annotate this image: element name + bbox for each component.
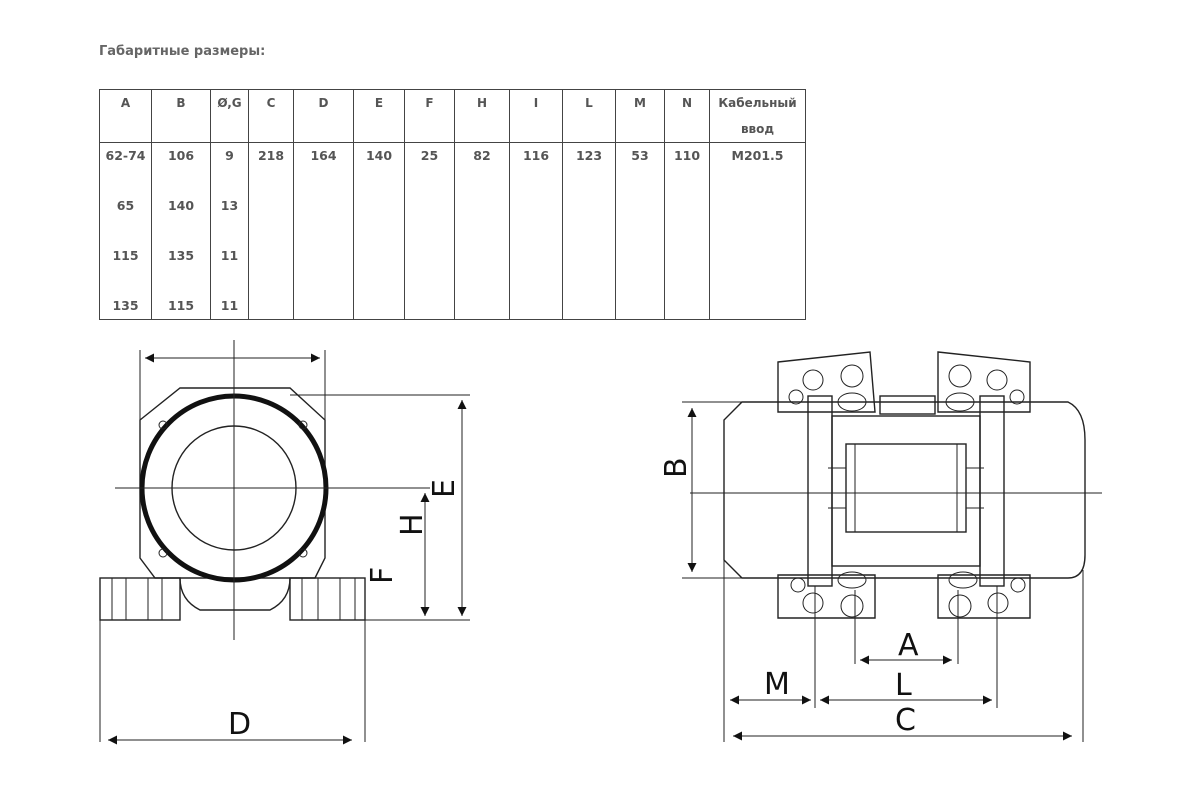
- col-b: B: [151, 89, 211, 143]
- table-header-row: A B Ø,G C D E F H I L M N Кабельный ввод: [99, 89, 806, 143]
- side-left-flange: [807, 395, 833, 587]
- front-housing: [139, 387, 326, 579]
- side-center-block: [831, 415, 981, 567]
- table-cell: [509, 243, 563, 293]
- label-h: H: [395, 513, 430, 536]
- table-cell: [664, 243, 710, 293]
- side-bottom-right-plate: [937, 574, 1031, 619]
- table-cell: 53: [615, 142, 665, 193]
- side-right-flange: [979, 395, 1005, 587]
- table-cell: [615, 243, 665, 293]
- table-cell: [664, 293, 710, 320]
- col-m: M: [615, 89, 665, 143]
- label-e: E: [427, 479, 462, 498]
- table-cell: [404, 193, 455, 243]
- front-right-foot: [289, 577, 366, 621]
- side-top-right-plate: [937, 351, 1031, 413]
- table-cell: 218: [248, 142, 294, 193]
- table-cell: [562, 243, 616, 293]
- label-b: B: [659, 457, 694, 478]
- col-a: A: [99, 89, 152, 143]
- dimensions-table: A B Ø,G C D E F H I L M N Кабельный ввод…: [99, 89, 806, 320]
- table-cell: 110: [664, 142, 710, 193]
- table-cell: [353, 243, 405, 293]
- table-cell: [293, 243, 354, 293]
- table-cell: 164: [293, 142, 354, 193]
- table-cell: [709, 293, 806, 320]
- table-cell: [562, 293, 616, 320]
- table-cell: [615, 293, 665, 320]
- col-g: Ø,G: [210, 89, 249, 143]
- col-l: L: [562, 89, 616, 143]
- table-cell: [353, 193, 405, 243]
- table-cell: 9: [210, 142, 249, 193]
- table-cell: 135: [99, 293, 152, 320]
- col-n: N: [664, 89, 710, 143]
- table-cell: [709, 193, 806, 243]
- table-cell: [615, 193, 665, 243]
- side-bottom-left-plate: [777, 574, 876, 619]
- col-e: E: [353, 89, 405, 143]
- front-view: E H F D: [99, 340, 470, 745]
- table-cell: [709, 243, 806, 293]
- col-h: H: [454, 89, 510, 143]
- table-cell: 140: [151, 193, 211, 243]
- table-cell: 106: [151, 142, 211, 193]
- side-top-left-plate: [777, 351, 876, 413]
- front-left-foot: [99, 577, 181, 621]
- table-cell: 62-74: [99, 142, 152, 193]
- col-f: F: [404, 89, 455, 143]
- label-m: M: [764, 667, 790, 702]
- page-heading: Габаритные размеры:: [99, 44, 266, 59]
- label-l: L: [895, 668, 912, 703]
- col-d: D: [293, 89, 354, 143]
- table-cell: [248, 243, 294, 293]
- table-cell: [248, 193, 294, 243]
- table-cell: M201.5: [709, 142, 806, 193]
- table-cell: 135: [151, 243, 211, 293]
- table-cell: [509, 293, 563, 320]
- table-cell: 13: [210, 193, 249, 243]
- table-cell: 11: [210, 293, 249, 320]
- table-cell: 140: [353, 142, 405, 193]
- label-f: F: [365, 567, 400, 584]
- label-c: C: [895, 703, 916, 738]
- col-cable: Кабельный ввод: [709, 89, 806, 143]
- table-cell: 11: [210, 243, 249, 293]
- side-motor-body: [723, 401, 1086, 579]
- label-a: A: [898, 628, 919, 663]
- label-d: D: [228, 707, 251, 742]
- table-cell: [454, 293, 510, 320]
- side-view: B A L M C: [659, 351, 1102, 742]
- table-cell: 123: [562, 142, 616, 193]
